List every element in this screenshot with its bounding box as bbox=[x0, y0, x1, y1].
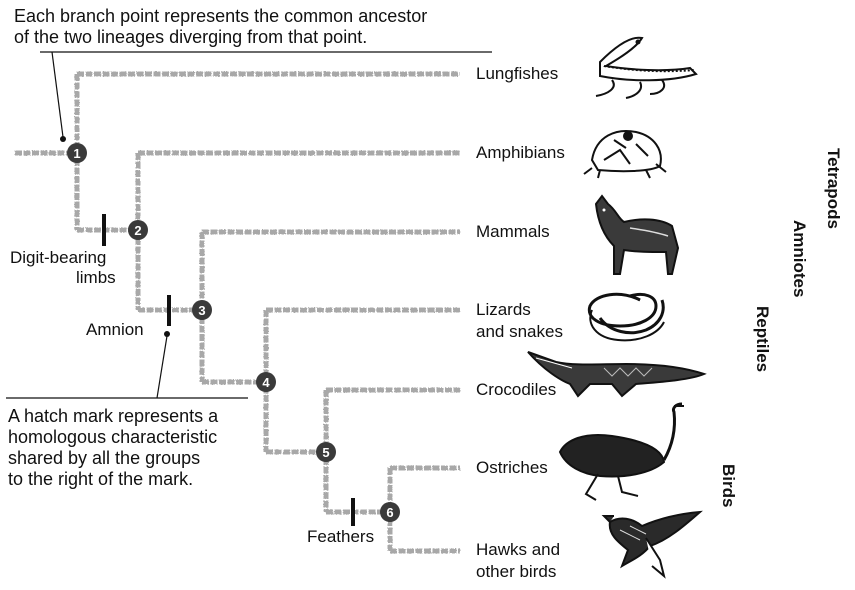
group-amniotes: Amniotes bbox=[790, 220, 809, 298]
branch-node5 bbox=[323, 387, 460, 515]
snake-illustration bbox=[587, 292, 665, 342]
ostrich-illustration bbox=[558, 402, 684, 501]
node-6: 6 bbox=[380, 502, 400, 522]
branches bbox=[15, 71, 460, 554]
hatch-marks bbox=[102, 214, 355, 526]
trait-digit-bearing-line1: Digit-bearing bbox=[10, 248, 107, 267]
hatch-callout-line2: homologous characteristic bbox=[8, 427, 218, 447]
hawk-illustration bbox=[601, 510, 703, 579]
node-label: 6 bbox=[386, 505, 393, 520]
branch-point-callout-line1: Each branch point represents the common … bbox=[14, 6, 428, 26]
hatch-callout-line1: A hatch mark represents a bbox=[8, 406, 219, 426]
taxon-crocodiles: Crocodiles bbox=[476, 380, 557, 399]
node-label: 5 bbox=[322, 445, 329, 460]
node-5: 5 bbox=[316, 442, 336, 462]
taxon-lizards-line2: and snakes bbox=[476, 322, 563, 341]
trait-feathers: Feathers bbox=[307, 527, 375, 546]
taxon-lungfishes: Lungfishes bbox=[476, 64, 559, 83]
taxon-hawks-line1: Hawks and bbox=[476, 540, 561, 559]
lungfish-illustration bbox=[595, 36, 698, 99]
branch-node4 bbox=[263, 307, 460, 455]
node-label: 1 bbox=[73, 146, 80, 161]
crocodile-illustration bbox=[527, 351, 707, 398]
node-label: 2 bbox=[134, 223, 141, 238]
taxon-lizards-line1: Lizards bbox=[476, 300, 531, 319]
taxon-mammals: Mammals bbox=[476, 222, 550, 241]
hatch-callout-line3: shared by all the groups bbox=[8, 448, 201, 468]
callout1-leader bbox=[51, 51, 64, 138]
callout2-leader bbox=[156, 335, 168, 399]
taxon-amphibians: Amphibians bbox=[476, 143, 565, 162]
node-1: 1 bbox=[67, 143, 87, 163]
node-2: 2 bbox=[128, 220, 148, 240]
frog-illustration bbox=[583, 130, 667, 179]
nodes: 1 2 3 4 5 6 bbox=[67, 143, 400, 522]
trait-digit-bearing-line2: limbs bbox=[76, 268, 116, 287]
node-3: 3 bbox=[192, 300, 212, 320]
node-4: 4 bbox=[256, 372, 276, 392]
node-label: 3 bbox=[198, 303, 205, 318]
trait-amnion: Amnion bbox=[86, 320, 144, 339]
taxon-ostriches: Ostriches bbox=[476, 458, 548, 477]
callout2-dot bbox=[164, 331, 170, 337]
callout1-dot bbox=[60, 136, 66, 142]
group-birds: Birds bbox=[719, 464, 738, 508]
wolf-illustration bbox=[594, 194, 680, 275]
group-reptiles: Reptiles bbox=[753, 306, 772, 373]
branch-node3 bbox=[199, 229, 460, 385]
taxon-hawks-line2: other birds bbox=[476, 562, 557, 581]
callout-leaders bbox=[6, 51, 492, 399]
node-label: 4 bbox=[262, 375, 270, 390]
branch-point-callout-line2: of the two lineages diverging from that … bbox=[14, 27, 368, 47]
group-tetrapods: Tetrapods bbox=[824, 148, 843, 229]
hatch-callout-line4: to the right of the mark. bbox=[8, 469, 194, 489]
branch-node6 bbox=[387, 465, 460, 554]
